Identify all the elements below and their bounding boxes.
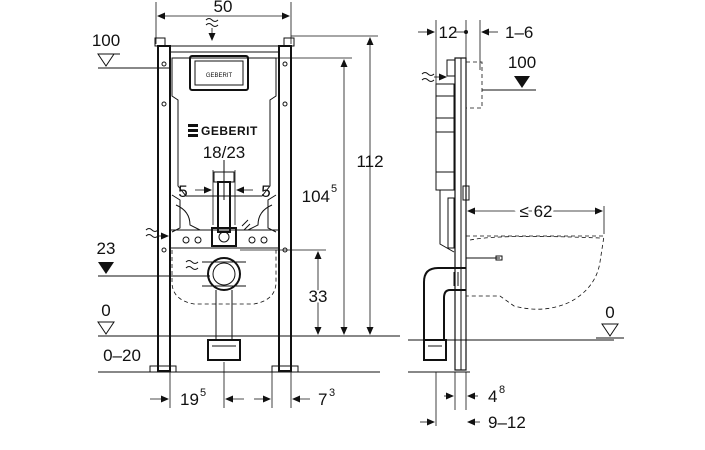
bottom-left-label: 19 [180, 390, 199, 409]
height-dimensions: 112 104 5 33 [240, 35, 384, 335]
level-100-side: 100 [482, 53, 536, 91]
height-104-sup: 5 [331, 183, 337, 195]
height-112-label: 112 [356, 152, 383, 171]
offset-dimensions: 5 5 [178, 170, 271, 225]
depth-label: ≤ 62 [520, 202, 553, 221]
bottom-left-sup: 5 [200, 387, 206, 399]
level-100-front: 100 [92, 31, 170, 69]
side-floor: 0 [408, 303, 624, 373]
side-frame [421, 57, 483, 371]
side-1-6-label: 1–6 [505, 23, 533, 42]
tank-capacity-label: 18/23 [203, 143, 246, 162]
bottom-right-sup: 3 [329, 387, 335, 399]
water-supply-symbol [205, 18, 219, 41]
depth-dimension: ≤ 62 [467, 200, 605, 234]
side-4-sup: 8 [499, 384, 505, 396]
drain-pipe [202, 257, 246, 361]
side-9-12-label: 9–12 [488, 413, 526, 432]
height-33-label: 33 [309, 287, 328, 306]
front-view: 50 [92, 0, 400, 409]
level-23-front: 23 [97, 239, 210, 277]
geberit-logo: GEBERIT [188, 124, 258, 138]
cistern: GEBERIT GEBERIT 18/23 [171, 55, 277, 233]
side-drain [423, 267, 466, 361]
offset-right-label: 5 [261, 182, 270, 201]
bottom-dimensions: 19 5 7 3 [150, 362, 335, 409]
logo-text: GEBERIT [201, 124, 258, 138]
side-level-100-label: 100 [508, 53, 536, 72]
height-104-label: 104 [302, 187, 330, 206]
level-100-label: 100 [92, 31, 120, 50]
side-bowl-outline [466, 235, 605, 310]
bowl-connection [145, 194, 280, 270]
side-4-label: 4 [488, 387, 497, 406]
bottom-right-label: 7 [318, 390, 327, 409]
cistern-logo-small: GEBERIT [206, 73, 233, 79]
side-level-0-label: 0 [605, 303, 614, 322]
width-dimension: 50 [155, 0, 292, 44]
offset-left-label: 5 [178, 182, 187, 201]
level-0-label: 0 [101, 301, 110, 320]
side-12-label: 12 [439, 23, 458, 42]
floor-range-label: 0–20 [103, 346, 141, 365]
side-view: 12 1–6 100 [408, 20, 624, 432]
side-bottom-dimensions: 4 8 9–12 [420, 372, 526, 432]
level-23-label: 23 [97, 239, 116, 258]
width-label: 50 [214, 0, 233, 16]
level-0-front: 0 0–20 [97, 301, 400, 373]
